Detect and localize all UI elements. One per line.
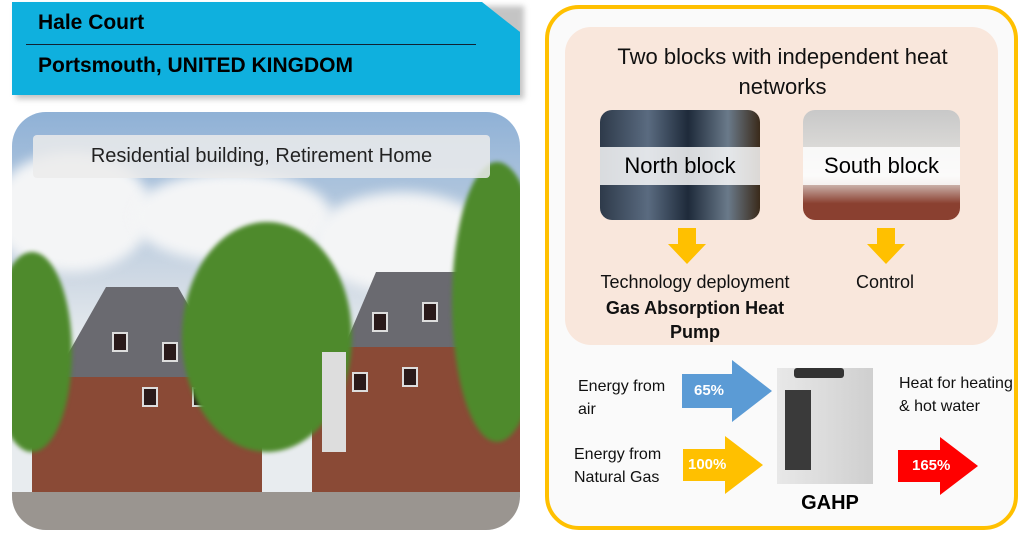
heat-percent: 165% — [912, 457, 951, 474]
heat-output-label: Heat for heating & hot water — [899, 375, 1013, 415]
right-arrow-icon — [898, 437, 978, 495]
down-arrow-icon — [867, 228, 905, 264]
gas-percent: 100% — [688, 456, 727, 473]
south-block-label: South block — [803, 147, 960, 185]
street-sign — [322, 352, 346, 452]
blocks-title: Two blocks with independent heat network… — [617, 44, 948, 99]
header-banner: Hale Court Portsmouth, UNITED KINGDOM — [12, 2, 520, 95]
site-location: Portsmouth, UNITED KINGDOM — [38, 54, 353, 77]
gahp-label: GAHP — [801, 492, 859, 514]
gas-energy-label: Energy from Natural Gas — [574, 446, 662, 486]
photo-caption: Residential building, Retirement Home — [33, 135, 490, 178]
site-title: Hale Court — [38, 11, 145, 34]
north-block-photo: North block — [600, 110, 760, 220]
down-arrow-icon — [668, 228, 706, 264]
right-arrow-icon — [683, 436, 763, 494]
north-outcome: Technology deployment — [600, 272, 790, 292]
right-arrow-icon — [682, 360, 772, 422]
south-block-photo: South block — [803, 110, 960, 220]
south-outcome: Control — [855, 272, 915, 292]
air-energy-label: Energy from air — [578, 378, 666, 418]
gahp-unit-image — [777, 368, 873, 484]
air-percent: 65% — [694, 382, 725, 399]
building-photo: Residential building, Retirement Home — [12, 112, 520, 530]
divider — [26, 44, 476, 45]
north-block-label: North block — [600, 147, 760, 185]
north-technology: Gas Absorption Heat Pump — [605, 298, 785, 342]
